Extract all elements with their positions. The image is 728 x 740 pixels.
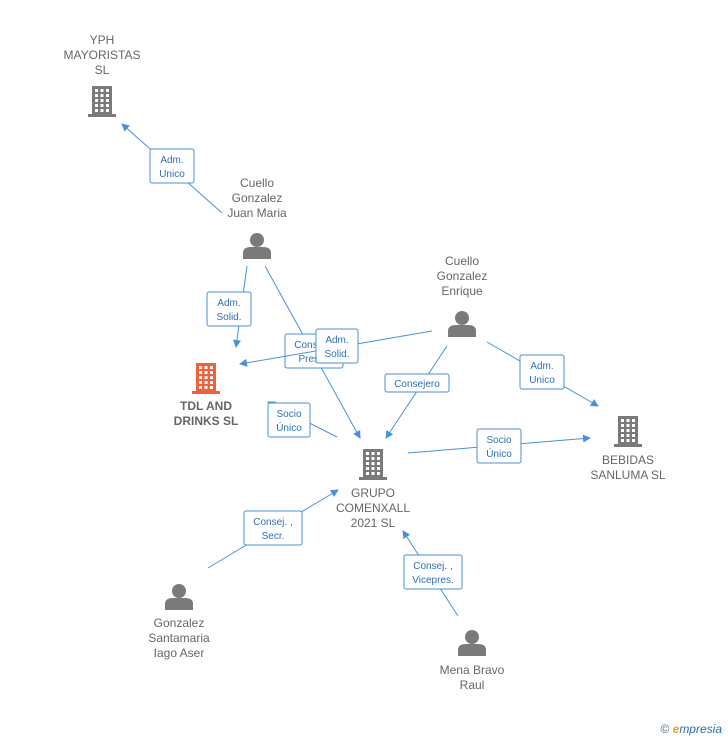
relation-label-text: Adm. — [217, 298, 240, 309]
relation-label-text: Secr. — [262, 531, 285, 542]
node-label-line: Juan Maria — [227, 206, 287, 220]
building-icon — [359, 449, 387, 480]
node-label-line: MAYORISTAS — [64, 48, 141, 62]
person-icon — [243, 233, 271, 259]
relation-label-text: Consej. , — [413, 561, 452, 572]
node-label-line: Iago Aser — [154, 646, 205, 660]
building-icon — [88, 86, 116, 117]
relation-label-text: Consej. , — [253, 517, 292, 528]
relation-label-box[interactable] — [403, 554, 463, 590]
node-label-line: DRINKS SL — [174, 414, 239, 428]
node-label-line: Mena Bravo — [440, 663, 505, 677]
relation-label-text: Único — [276, 421, 302, 434]
relation-label-text: Adm. — [530, 361, 553, 372]
node-label-line: TDL AND — [180, 399, 232, 413]
relation-label-box[interactable] — [315, 328, 359, 364]
relation-label-box[interactable] — [476, 428, 522, 464]
edge-cuello_e-to-grupo: Consejero — [384, 345, 450, 439]
copyright-symbol: © — [660, 722, 670, 736]
node-label-line: Santamaria — [148, 631, 210, 645]
relation-label-text: Solid. — [324, 349, 349, 360]
node-label-line: Enrique — [441, 284, 483, 298]
relation-label-box[interactable] — [149, 148, 195, 184]
person-icon — [448, 311, 476, 337]
edge-gonzalez-to-grupo: Consej. , Secr. — [207, 489, 339, 569]
relation-label-box[interactable] — [384, 373, 450, 393]
building-icon — [192, 363, 220, 394]
node-label-line: SANLUMA SL — [590, 468, 666, 482]
edge-cuello_jm-to-yph: Adm. Unico — [121, 123, 223, 214]
edge-mena-to-grupo: Consej. , Vicepres. — [402, 530, 463, 617]
relation-label-text: Adm. — [160, 155, 183, 166]
node-label-line: Cuello — [240, 176, 274, 190]
node-label-line: Gonzalez — [437, 269, 488, 283]
node-label-line: COMENXALL — [336, 501, 410, 515]
person-icon — [458, 630, 486, 656]
relation-label-text: Consej. , — [294, 340, 333, 351]
relation-label-text: Solid. — [216, 312, 241, 323]
relation-label-text: Único — [486, 447, 512, 460]
relation-label-text: Unico — [529, 375, 555, 386]
node-label-line: Gonzalez — [232, 191, 283, 205]
relation-label-text: Socio — [276, 409, 301, 420]
node-label-line: BEBIDAS — [602, 453, 654, 467]
node-label-line: GRUPO — [351, 486, 395, 500]
empresia-watermark: © empresia — [660, 722, 722, 736]
relation-label-text: Adm. — [325, 335, 348, 346]
relation-label-box[interactable] — [267, 402, 311, 438]
node-label-line: Gonzalez — [154, 616, 205, 630]
node-label-line: SL — [95, 63, 110, 77]
edge-cuello_e-to-tdl: Adm. Solid. — [239, 328, 433, 367]
relation-label-box[interactable] — [243, 510, 303, 546]
relation-label-box[interactable] — [519, 354, 565, 390]
person-icon — [165, 584, 193, 610]
relation-label-text: Consejero — [394, 379, 440, 390]
node-label-line: Raul — [460, 678, 485, 692]
node-label-line: 2021 SL — [351, 516, 396, 530]
relation-label-text: Unico — [159, 169, 185, 180]
relation-label-box[interactable] — [206, 291, 252, 327]
edge-cuello_jm-to-tdl: Adm. Solid. — [206, 265, 252, 348]
node-label-line: YPH — [90, 33, 115, 47]
relation-label-text: Vicepres. — [412, 575, 454, 586]
edge-cuello_e-to-bebidas: Adm. Unico — [486, 341, 599, 407]
relation-label-text: Socio — [486, 435, 511, 446]
relation-label-text: Presid. — [298, 354, 329, 365]
brand-name: empresia — [672, 722, 722, 736]
node-label-line: Cuello — [445, 254, 479, 268]
building-icon — [614, 416, 642, 447]
